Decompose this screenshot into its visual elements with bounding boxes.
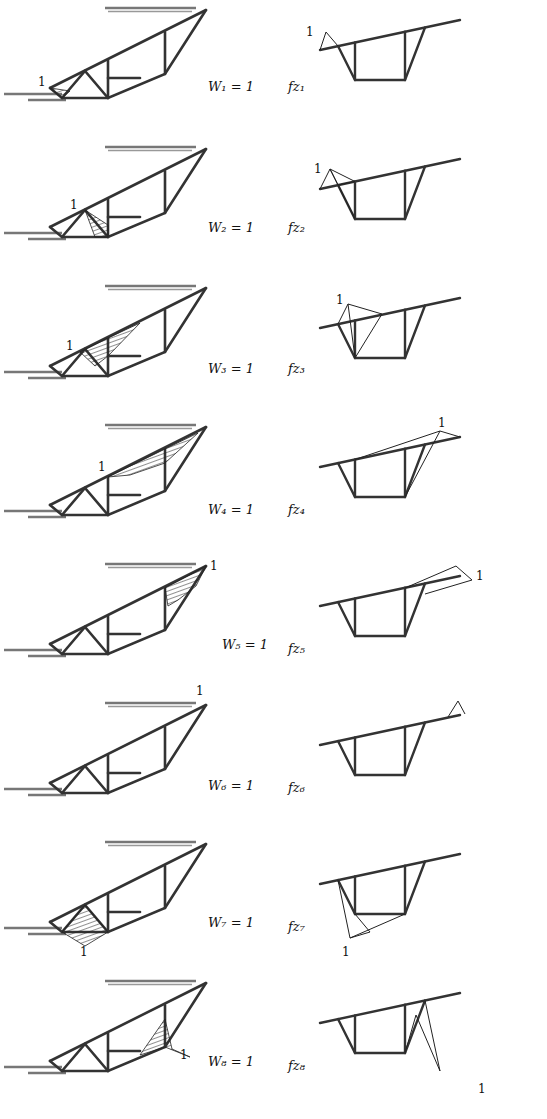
callout-number: 1 (314, 163, 322, 175)
callout-number: 1 (336, 294, 344, 306)
load-label: W₈ = 1 (208, 1055, 254, 1068)
callout-number: 1 (66, 340, 74, 352)
callout-number: 1 (306, 26, 314, 38)
load-label: W₅ = 1 (222, 638, 268, 651)
callout-number: 1 (438, 417, 446, 429)
influence-line-label: fz₃ (288, 362, 305, 375)
influence-line-label: fz₂ (288, 221, 305, 234)
load-label: W₂ = 1 (208, 221, 254, 234)
influence-line-label: fz₅ (288, 642, 305, 655)
influence-line-label: fz₆ (288, 781, 305, 794)
load-label: W₁ = 1 (208, 80, 254, 93)
load-label: W₃ = 1 (208, 362, 254, 375)
callout-number: 1 (476, 570, 484, 582)
load-label: W₄ = 1 (208, 503, 254, 516)
callout-number: 1 (210, 560, 218, 572)
callout-number: 1 (70, 199, 78, 211)
callout-number: 1 (98, 461, 106, 473)
callout-number: 1 (80, 946, 88, 958)
load-label: W₆ = 1 (208, 779, 254, 792)
influence-line-label: fz₈ (288, 1059, 305, 1072)
influence-line-label: fz₄ (288, 503, 305, 516)
load-label: W₇ = 1 (208, 916, 254, 929)
callout-number: 1 (196, 685, 204, 697)
influence-line-label: fz₇ (288, 920, 305, 933)
influence-line-label: fz₁ (288, 80, 305, 93)
callout-number: 1 (180, 1049, 188, 1061)
callout-number: 1 (38, 76, 46, 88)
callout-number: 1 (342, 946, 350, 958)
callout-number: 1 (478, 1083, 486, 1095)
